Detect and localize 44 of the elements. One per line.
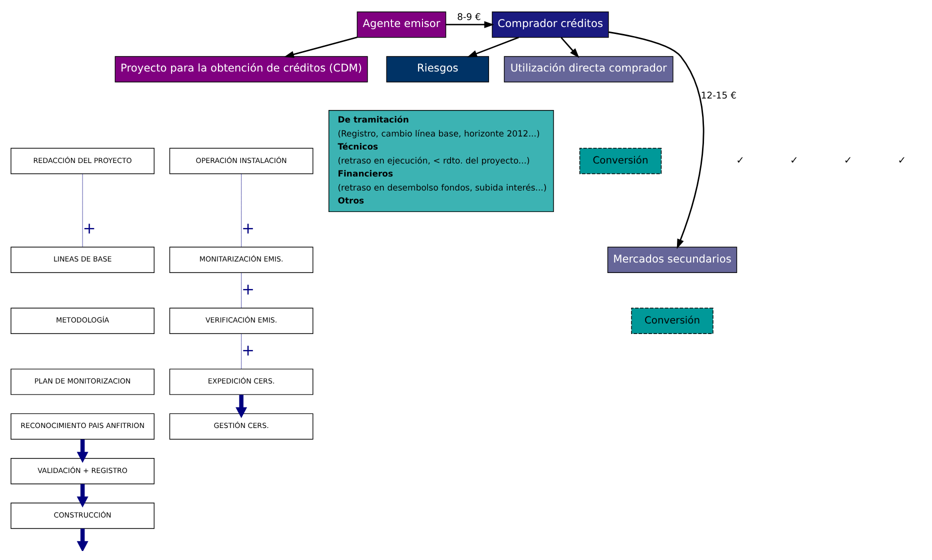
- edge-label: +: [242, 219, 255, 238]
- connector: [241, 334, 242, 370]
- connector: [241, 272, 242, 308]
- arrow: [608, 31, 704, 250]
- label: ✓: [898, 156, 906, 167]
- node-box: Mercados secundarios: [607, 246, 738, 273]
- arrow: [467, 36, 519, 58]
- node-box: VALIDACIÓN + REGISTRO: [10, 458, 154, 484]
- node-box: De tramitación (Registro, cambio línea base, horizonte 2012...) Técnicos (retraso en ejecución, < rdto. del proyecto...) Financieros (retraso en desembolso fondos, subida interés...) Otros: [328, 110, 554, 212]
- node-box: RECONOCIMIENTO PAIS ANFITRION: [10, 413, 154, 440]
- edge-label: 12-15 €: [700, 90, 736, 102]
- arrow: [76, 439, 88, 463]
- node-box: METODOLOGÍA: [10, 308, 154, 334]
- arrow: [76, 528, 88, 551]
- node-box: Agente emisor: [356, 11, 446, 38]
- edge-label: +: [242, 280, 255, 298]
- node-box: GESTIÓN CERS.: [169, 413, 314, 440]
- arrow: [236, 394, 248, 418]
- node-box: CONSTRUCCIÓN: [10, 502, 154, 529]
- node-box: LINEAS DE BASE: [10, 246, 154, 273]
- label: ✓: [844, 156, 852, 167]
- connector: [241, 174, 242, 248]
- node-box: EXPEDICIÓN CERS.: [169, 368, 314, 395]
- label: ✓: [736, 156, 744, 167]
- label: ✓: [790, 156, 798, 167]
- node-box: Comprador créditos: [492, 11, 609, 38]
- node-box: Riesgos: [386, 56, 490, 82]
- edge-label: 8-9 €: [457, 12, 481, 23]
- node-box: OPERACIÓN INSTALACIÓN: [169, 148, 314, 174]
- node-box: VERIFICACIÓN EMIS.: [169, 308, 314, 334]
- arrow: [560, 37, 580, 58]
- node-box: REDACCIÓN DEL PROYECTO: [10, 148, 154, 174]
- node-box: PLAN DE MONITORIZACION: [10, 368, 154, 395]
- node-box: Proyecto para la obtención de créditos (CDM): [114, 56, 368, 82]
- arrow: [76, 484, 88, 508]
- arrow: [284, 36, 358, 58]
- edge-label: +: [242, 341, 255, 360]
- edge-label: +: [82, 219, 96, 238]
- node-box: MONITARIZACIÓN EMIS.: [169, 246, 314, 273]
- connector: [82, 174, 83, 248]
- node-box: Utilización directa comprador: [504, 56, 674, 82]
- arrow: [446, 21, 494, 28]
- node-box: Conversión: [631, 308, 714, 334]
- node-box: Conversión: [579, 148, 662, 174]
